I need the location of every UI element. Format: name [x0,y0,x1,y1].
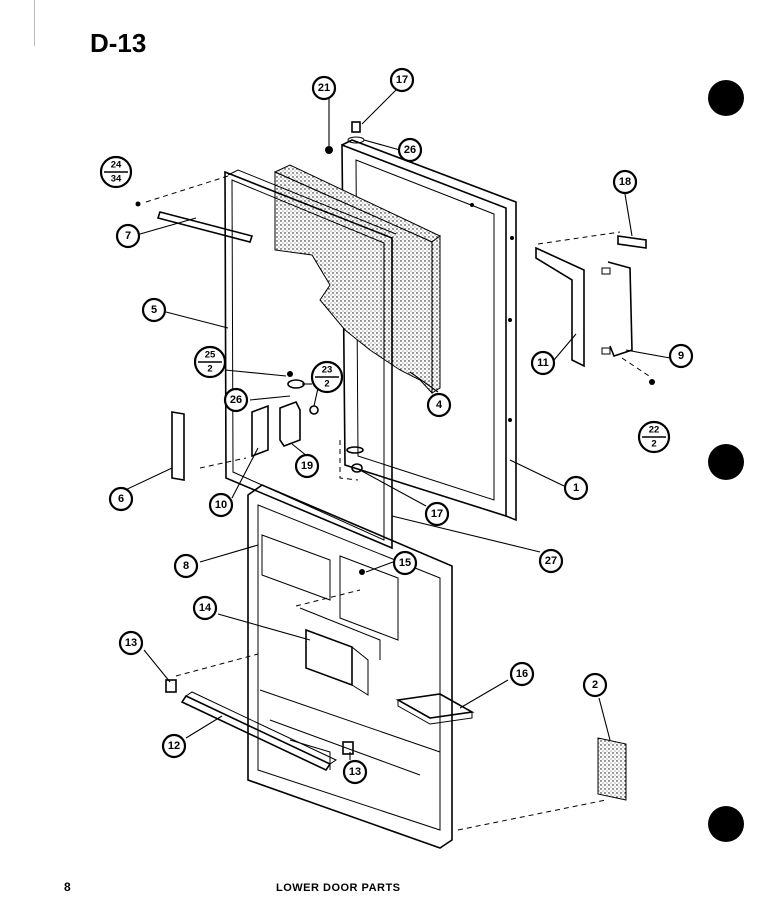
svg-text:1: 1 [573,482,579,494]
callout-9: 9 [668,343,694,369]
svg-text:34: 34 [111,174,122,185]
svg-text:8: 8 [183,560,189,572]
inner-liner-part-8 [247,484,453,849]
callout-6: 6 [108,486,134,512]
callout-25-2: 25 2 [193,345,227,379]
svg-text:4: 4 [436,399,443,411]
clip-part-13-right [342,741,354,755]
tray-part-16 [395,693,475,725]
top-strip-part-7 [156,211,254,243]
callout-2: 2 [582,672,608,698]
screw-part-23 [309,405,319,415]
callout-17-top: 17 [389,67,415,93]
washer-part-26-mid [287,379,305,389]
svg-text:26: 26 [230,394,242,406]
callout-10: 10 [208,492,234,518]
svg-text:27: 27 [545,555,557,567]
svg-text:5: 5 [151,304,157,316]
handle-bar-part-12 [180,691,338,772]
callout-11: 11 [530,350,556,376]
svg-text:2: 2 [651,439,656,450]
screw-part-22 [649,379,655,385]
clip-part-13-left [165,679,177,693]
callout-18-top: 18 [612,169,638,195]
assembly-lines [145,175,653,831]
svg-text:26: 26 [404,144,416,156]
page-title: D-13 [90,28,147,58]
callout-4: 4 [426,392,452,418]
svg-text:22: 22 [649,425,660,436]
callout-26-top: 26 [397,137,423,163]
svg-text:13: 13 [125,637,137,649]
screw-part-25 [287,371,293,377]
callout-21: 21 [311,75,337,101]
screw-part-21 [325,146,333,154]
svg-text:13: 13 [349,766,361,778]
svg-text:2: 2 [207,364,212,375]
hinge-plate-part-10 [251,404,269,458]
svg-text:17: 17 [431,508,443,520]
strip-part-18 [617,235,647,249]
svg-text:19: 19 [301,460,313,472]
callout-23-2: 23 2 [310,360,344,394]
svg-text:6: 6 [118,493,124,505]
cap-part-17-top [351,121,361,133]
svg-text:18: 18 [619,176,631,188]
callout-12: 12 [161,733,187,759]
page-number: 8 [64,880,71,894]
svg-text:12: 12 [168,740,180,752]
svg-text:2: 2 [592,679,598,691]
callout-17-bottom: 17 [424,501,450,527]
callout-22-2: 22 2 [637,420,671,454]
hinge-plate-part-19 [279,400,301,447]
callout-16: 16 [509,661,535,687]
svg-text:9: 9 [678,350,684,362]
side-trim-part-2 [597,737,627,801]
screw-part-24 [135,201,141,207]
svg-text:17: 17 [396,74,408,86]
scan-edge-mark [34,0,35,46]
bushing-part-27 [351,463,363,473]
leader-lines [120,87,671,760]
svg-text:14: 14 [199,602,212,614]
bracket-part-14 [305,628,369,696]
svg-text:2: 2 [324,379,329,390]
callout-14: 14 [192,595,218,621]
callout-13-left: 13 [118,630,144,656]
svg-text:23: 23 [322,365,333,376]
svg-text:16: 16 [516,668,528,680]
page-caption: LOWER DOOR PARTS [276,882,401,894]
trim-strip-part-6 [171,411,185,481]
svg-text:15: 15 [399,557,411,569]
callout-13-right: 13 [342,759,368,785]
svg-text:11: 11 [537,357,549,369]
callout-5: 5 [141,297,167,323]
svg-text:10: 10 [215,499,227,511]
gasket-frame-part-5 [224,169,397,550]
svg-text:21: 21 [318,82,330,94]
hole-punch-middle [708,444,744,480]
svg-text:25: 25 [205,350,216,361]
screw-part-15 [359,569,365,575]
cap-part-17-bottom [346,446,364,454]
hinge-assembly-part-11 [535,246,633,368]
callout-1: 1 [563,475,589,501]
svg-text:7: 7 [125,230,131,242]
callout-27: 27 [538,548,564,574]
callout-8: 8 [173,553,199,579]
callout-24-34: 24 34 [99,155,133,189]
svg-text:24: 24 [111,160,122,171]
callout-15: 15 [392,550,418,576]
callout-7: 7 [115,223,141,249]
callout-26-mid: 26 [223,387,249,413]
hole-punch-top [708,80,744,116]
hole-punch-bottom [708,806,744,842]
callout-19: 19 [294,453,320,479]
